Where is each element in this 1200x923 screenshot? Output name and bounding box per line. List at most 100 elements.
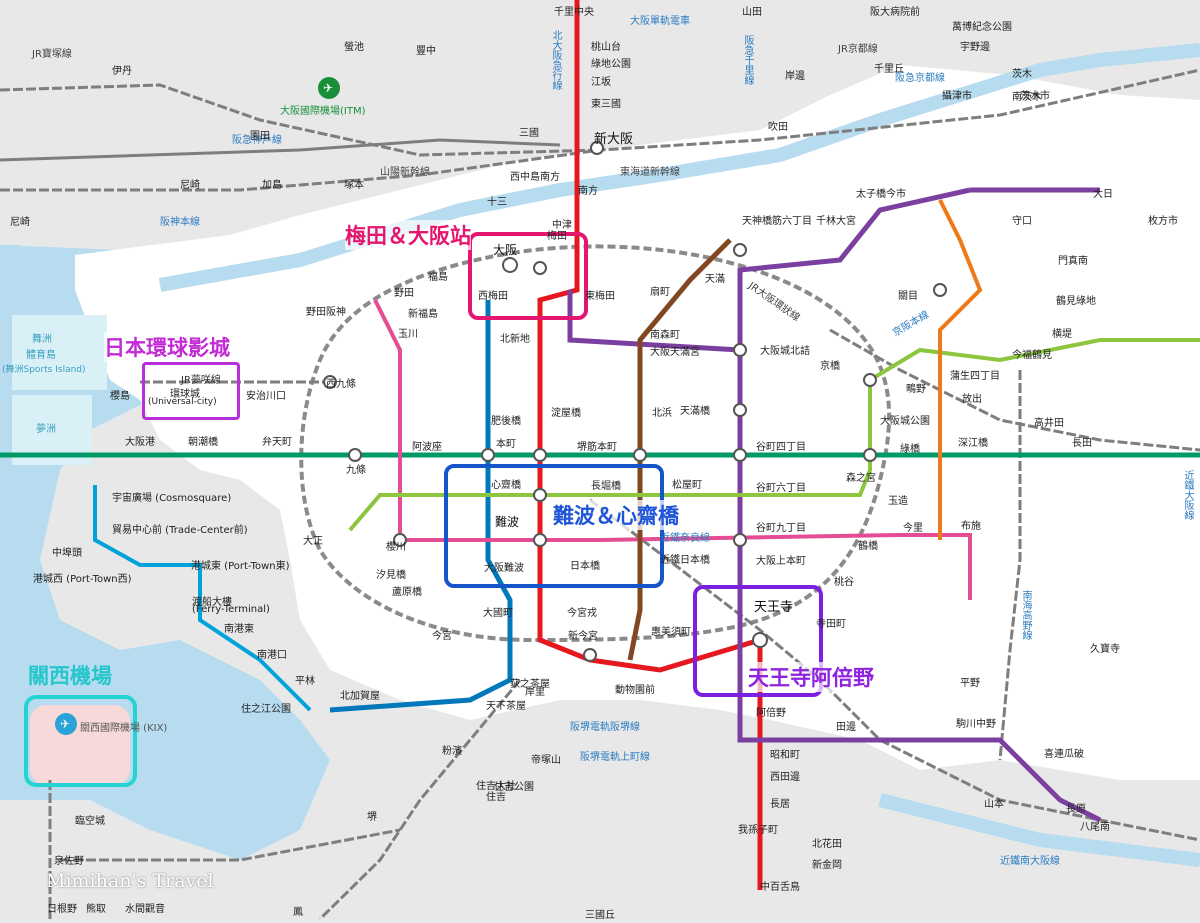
station-tenroku[interactable]: 天神橋筋六丁目: [742, 216, 812, 227]
station-ibaraki[interactable]: 茨木: [1012, 69, 1032, 80]
station-yamada[interactable]: 山田: [742, 7, 762, 18]
station-nippombashi[interactable]: 日本橋: [570, 561, 600, 572]
station-ferry-terminal[interactable]: 渡船大樓: [192, 597, 232, 608]
station-sakurajima[interactable]: 櫻島: [110, 391, 130, 402]
station-juso[interactable]: 十三: [487, 197, 507, 208]
station-nishi-umeda[interactable]: 西梅田: [478, 291, 508, 302]
station-nagahara[interactable]: 長原: [1066, 804, 1086, 815]
station-kujo[interactable]: 九條: [346, 465, 366, 476]
station-nakamozu[interactable]: 中百舌鳥: [760, 882, 800, 893]
station-higobashi[interactable]: 肥後橋: [491, 416, 521, 427]
station-universal-city[interactable]: 環球城: [170, 389, 200, 400]
station-asashiobashi[interactable]: 朝潮橋: [188, 437, 218, 448]
station-port-town-higashi[interactable]: 港城東 (Port-Town東): [191, 561, 290, 572]
station-nakafuto[interactable]: 中埠頭: [52, 548, 82, 559]
station-itami[interactable]: 伊丹: [112, 66, 132, 77]
station-matsuyamachi[interactable]: 松屋町: [672, 480, 702, 491]
station-otori[interactable]: 鳳: [293, 907, 303, 918]
station-minami-ibaraki[interactable]: 南茨木: [1012, 92, 1042, 103]
station-osaka-namba[interactable]: 大阪難波: [484, 563, 524, 574]
station-hirabayashi[interactable]: 平林: [295, 676, 315, 687]
station-kire-uriwari[interactable]: 喜連瓜破: [1044, 749, 1084, 760]
station-tanimachi6[interactable]: 谷町六丁目: [756, 483, 806, 494]
station-tsuruhashi[interactable]: 鶴橋: [858, 541, 878, 552]
station-honmachi[interactable]: 本町: [496, 439, 516, 450]
station-shinsaibashi[interactable]: 心齋橋: [491, 480, 521, 491]
station-taishibashi[interactable]: 太子橋今市: [856, 189, 906, 200]
station-tanimachi9[interactable]: 谷町九丁目: [756, 523, 806, 534]
station-nankochi[interactable]: 南港東: [224, 624, 254, 635]
station-takaida[interactable]: 高井田: [1034, 418, 1064, 429]
station-rinku[interactable]: 臨空城: [75, 816, 105, 827]
station-abeno[interactable]: 阿倍野: [756, 708, 786, 719]
station-nagata[interactable]: 長田: [1072, 438, 1092, 449]
station-osakajokoen[interactable]: 大阪城公園: [880, 416, 930, 427]
station-tennoji[interactable]: 天王寺: [754, 600, 794, 615]
station-nankoguchi[interactable]: 南港口: [257, 650, 287, 661]
station-momodani[interactable]: 桃谷: [834, 577, 854, 588]
station-teradacho[interactable]: 寺田町: [816, 619, 846, 630]
station-ebisucho[interactable]: 惠美須町: [651, 627, 691, 638]
station-sekime[interactable]: 關目: [898, 291, 918, 302]
station-yaominami[interactable]: 八尾南: [1080, 822, 1110, 833]
station-shin-osaka[interactable]: 新大阪: [594, 132, 634, 147]
station-midoribashi[interactable]: 綠橋: [900, 444, 920, 455]
station-dainichi[interactable]: 大日: [1093, 189, 1113, 200]
station-sonoda[interactable]: 園田: [250, 131, 270, 142]
station-kintetsu-nippombashi[interactable]: 近鐵日本橋: [660, 555, 710, 566]
station-gamo4[interactable]: 蒲生四丁目: [950, 371, 1000, 382]
station-suminoekoen[interactable]: 住之江公園: [241, 704, 291, 715]
station-kaijima[interactable]: 加島: [262, 180, 282, 191]
station-ryokuchi[interactable]: 綠地公園: [591, 59, 631, 70]
station-shiomibashi[interactable]: 汐見橋: [376, 570, 406, 581]
station-nishikujo[interactable]: 西九條: [326, 379, 356, 390]
station-mikunigaoka[interactable]: 三國丘: [585, 910, 615, 921]
station-amagasaki-jr[interactable]: 尼崎: [180, 180, 200, 191]
station-minami-morimachi[interactable]: 南森町: [650, 330, 680, 341]
station-osakako[interactable]: 大阪港: [125, 437, 155, 448]
station-imafuku-tsurumi[interactable]: 今福鶴見: [1012, 350, 1052, 361]
station-kyuhoji[interactable]: 久寶寺: [1090, 644, 1120, 655]
station-kitahanada[interactable]: 北花田: [812, 839, 842, 850]
station-hirano[interactable]: 平野: [960, 678, 980, 689]
station-osaka-tenmangu[interactable]: 大阪天滿宮: [650, 347, 700, 358]
station-trade-center[interactable]: 貿易中心前 (Trade-Center前): [112, 525, 248, 536]
station-showacho[interactable]: 昭和町: [770, 750, 800, 761]
station-osaka-castle[interactable]: 大阪城北詰: [760, 346, 810, 357]
station-bentencho[interactable]: 弁天町: [262, 437, 292, 448]
station-shigino[interactable]: 鴫野: [906, 384, 926, 395]
station-izumisano[interactable]: 泉佐野: [54, 856, 84, 867]
station-kishibe[interactable]: 岸邊: [785, 71, 805, 82]
station-sakuragawa[interactable]: 櫻川: [386, 542, 406, 553]
station-hirakatashi[interactable]: 枚方市: [1148, 216, 1178, 227]
station-dobutsuen[interactable]: 動物園前: [615, 685, 655, 696]
station-kitahama[interactable]: 北浜: [652, 408, 672, 419]
station-tanimachi4[interactable]: 谷町四丁目: [756, 442, 806, 453]
station-awaza[interactable]: 阿波座: [412, 442, 442, 453]
station-port-town-nishi[interactable]: 港城西 (Port-Town西): [33, 574, 132, 585]
station-amagasaki-hanshin[interactable]: 尼崎: [10, 217, 30, 228]
station-cosmosquare[interactable]: 宇宙廣場 (Cosmosquare): [112, 493, 232, 504]
station-minamikata[interactable]: 南方: [578, 186, 598, 197]
station-sakai[interactable]: 堺: [367, 812, 377, 823]
station-tamatsukuri[interactable]: 玉造: [888, 496, 908, 507]
station-fukushima[interactable]: 福島: [428, 272, 448, 283]
station-osaka[interactable]: 大阪: [493, 243, 518, 257]
station-kumatori[interactable]: 熊取: [86, 904, 106, 915]
station-fuse[interactable]: 布施: [961, 521, 981, 532]
station-hanaten[interactable]: 放出: [962, 394, 982, 405]
station-tsurumi-ryokuchi[interactable]: 鶴見綠地: [1056, 296, 1096, 307]
station-namba[interactable]: 難波: [495, 515, 520, 529]
station-momoyamadai[interactable]: 桃山台: [591, 42, 621, 53]
station-temmabashi[interactable]: 天滿橋: [680, 406, 710, 417]
station-nodahanshin[interactable]: 野田阪神: [306, 307, 346, 318]
station-tsukamoto[interactable]: 塚本: [344, 180, 364, 191]
station-tenma[interactable]: 天滿: [705, 274, 725, 285]
station-komagawanakano[interactable]: 駒川中野: [956, 719, 996, 730]
station-daikokucho[interactable]: 大國町: [483, 608, 513, 619]
station-ashiharabashi[interactable]: 蘆原橋: [392, 587, 422, 598]
station-imamiyaebisu[interactable]: 今宮戎: [567, 608, 597, 619]
station-ajikawaguchi[interactable]: 安治川口: [246, 391, 286, 402]
station-hotarugaike[interactable]: 螢池: [344, 42, 364, 53]
station-sakaisuji-honmachi[interactable]: 堺筋本町: [577, 442, 617, 453]
